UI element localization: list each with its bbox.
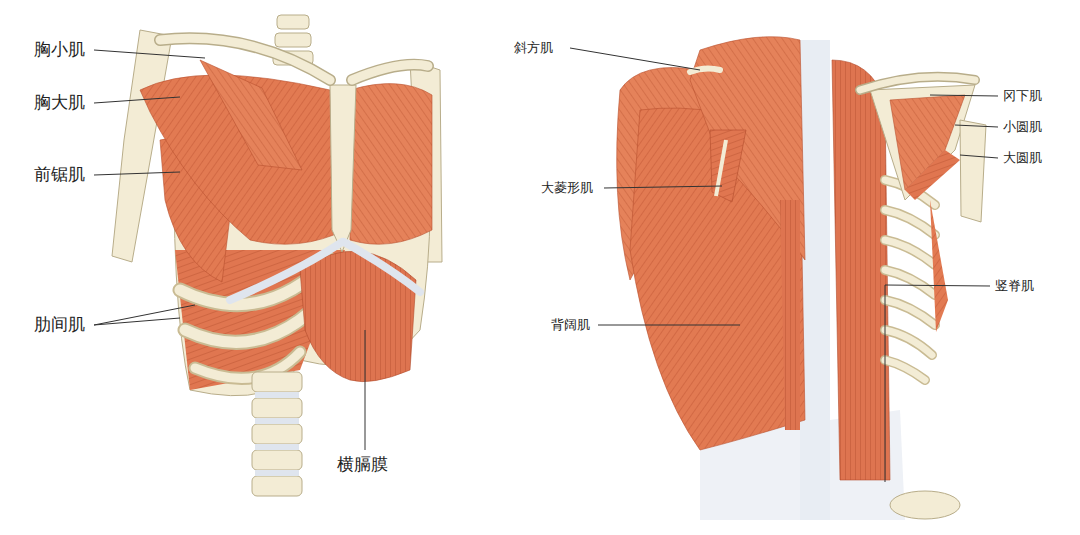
back-torso-part <box>905 150 960 200</box>
muscle-label: 大菱形肌 <box>540 180 594 196</box>
front-torso-part <box>160 38 330 80</box>
illustration-part <box>255 392 299 398</box>
back-torso-part <box>930 200 948 332</box>
illustration-part <box>255 470 299 476</box>
illustration-part <box>885 270 935 295</box>
leader-lines-part <box>955 125 998 127</box>
leader-lines-part <box>604 186 722 188</box>
back-torso-part <box>870 85 975 200</box>
leader-lines-part <box>94 97 180 103</box>
back-torso-part <box>960 120 986 222</box>
illustration-part <box>252 424 302 444</box>
back-torso-part <box>800 40 830 520</box>
back-torso-part <box>890 491 960 519</box>
illustration-part <box>885 210 935 235</box>
illustration-part <box>885 330 932 355</box>
back-torso-part <box>710 130 746 202</box>
muscle-label: 背阔肌 <box>550 317 591 333</box>
illustration-part <box>885 210 935 235</box>
front-torso <box>112 15 442 496</box>
illustration-part <box>885 360 925 380</box>
front-torso-part <box>300 251 416 381</box>
front-torso-part <box>350 84 432 245</box>
front-torso-part <box>200 60 302 170</box>
muscle-label: 前锯肌 <box>33 164 86 184</box>
leader-lines-part <box>930 95 998 96</box>
front-torso-part <box>352 65 428 80</box>
illustration-part <box>885 300 935 325</box>
back-torso-part <box>860 77 975 90</box>
illustration-part <box>252 450 302 470</box>
muscle-label: 竖脊肌 <box>994 278 1035 294</box>
muscle-label: 大圆肌 <box>1002 150 1043 166</box>
front-torso-part <box>160 38 330 80</box>
leader-lines-part <box>94 172 180 175</box>
illustration-part <box>252 372 302 392</box>
back-torso-part <box>780 200 800 430</box>
leader-lines-part <box>365 330 366 450</box>
illustration-part <box>885 300 935 325</box>
muscle-label: 斜方肌 <box>513 40 554 56</box>
leader-lines-part <box>598 325 740 326</box>
leader-lines <box>94 48 998 482</box>
illustration-part <box>277 15 309 29</box>
leader-lines-part <box>885 285 990 286</box>
back-torso-part <box>716 140 726 196</box>
leader-lines-part <box>570 48 700 70</box>
illustration-part <box>252 476 302 496</box>
illustration-part <box>255 418 299 424</box>
front-torso-part <box>330 85 356 252</box>
muscle-label: 胸大肌 <box>33 92 86 112</box>
leader-lines-part <box>94 50 205 58</box>
muscle-label: 横膈膜 <box>336 454 389 474</box>
muscle-label: 肋间肌 <box>33 314 86 334</box>
front-torso-part <box>344 242 420 292</box>
illustration-part <box>255 444 299 450</box>
front-torso-part <box>230 242 342 300</box>
leader-lines-part <box>885 285 886 482</box>
leader-lines-part <box>94 305 195 325</box>
illustration-part <box>275 33 311 47</box>
illustration-part <box>885 270 935 295</box>
illustration-part <box>885 240 935 265</box>
muscle-label: 胸小肌 <box>33 39 86 59</box>
back-torso-part <box>860 77 975 90</box>
muscle-label: 小圆肌 <box>1002 119 1043 135</box>
illustration-part <box>885 360 925 380</box>
leader-lines-part <box>94 318 180 325</box>
front-torso-part <box>352 65 428 80</box>
illustration-part <box>885 330 932 355</box>
muscle-label: 冈下肌 <box>1002 88 1043 104</box>
illustration-part <box>252 398 302 418</box>
illustration-part <box>885 240 935 265</box>
back-torso <box>617 37 986 520</box>
leader-lines-part <box>960 155 998 158</box>
